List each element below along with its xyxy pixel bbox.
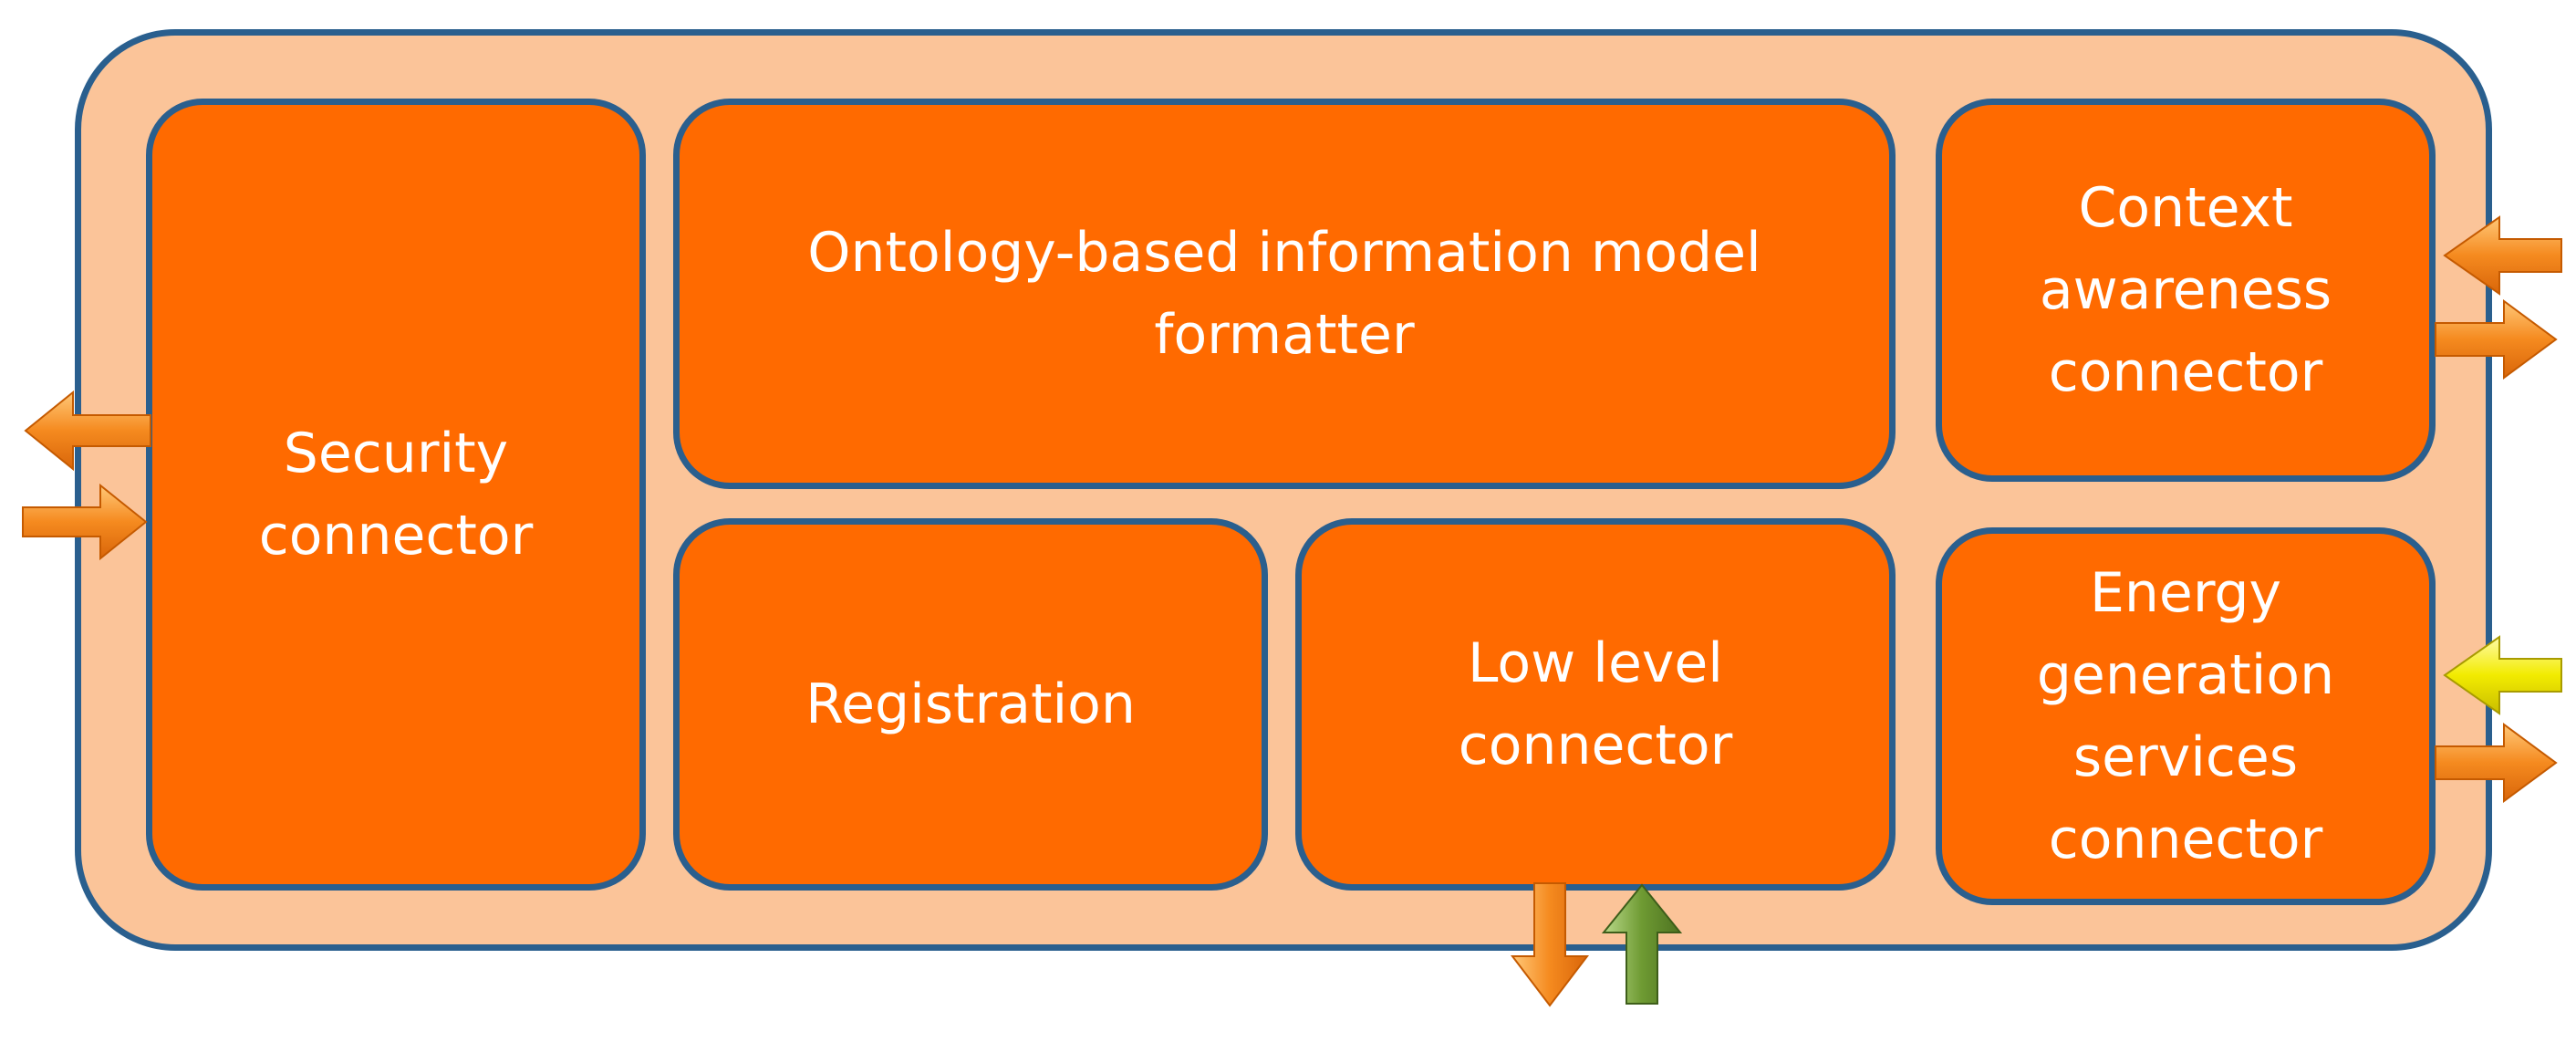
- low-level-outgoing-arrow: [1510, 882, 1590, 1007]
- ontology-formatter-block: Ontology-based information model formatt…: [673, 99, 1896, 489]
- context-outgoing-arrow: [2435, 299, 2558, 380]
- energy-incoming-arrow: [2443, 635, 2562, 715]
- context-awareness-connector-block: Context awareness connector: [1936, 99, 2436, 482]
- registration-block: Registration: [673, 518, 1268, 891]
- low-level-incoming-arrow: [1601, 883, 1683, 1005]
- context-incoming-arrow: [2443, 215, 2562, 296]
- left-outgoing-arrow: [24, 390, 151, 472]
- left-incoming-arrow: [22, 483, 148, 561]
- energy-generation-services-connector-block: Energy generation services connector: [1936, 527, 2436, 905]
- energy-outgoing-arrow: [2435, 723, 2558, 803]
- low-level-connector-block: Low level connector: [1295, 518, 1896, 891]
- security-connector-block: Security connector: [146, 99, 646, 891]
